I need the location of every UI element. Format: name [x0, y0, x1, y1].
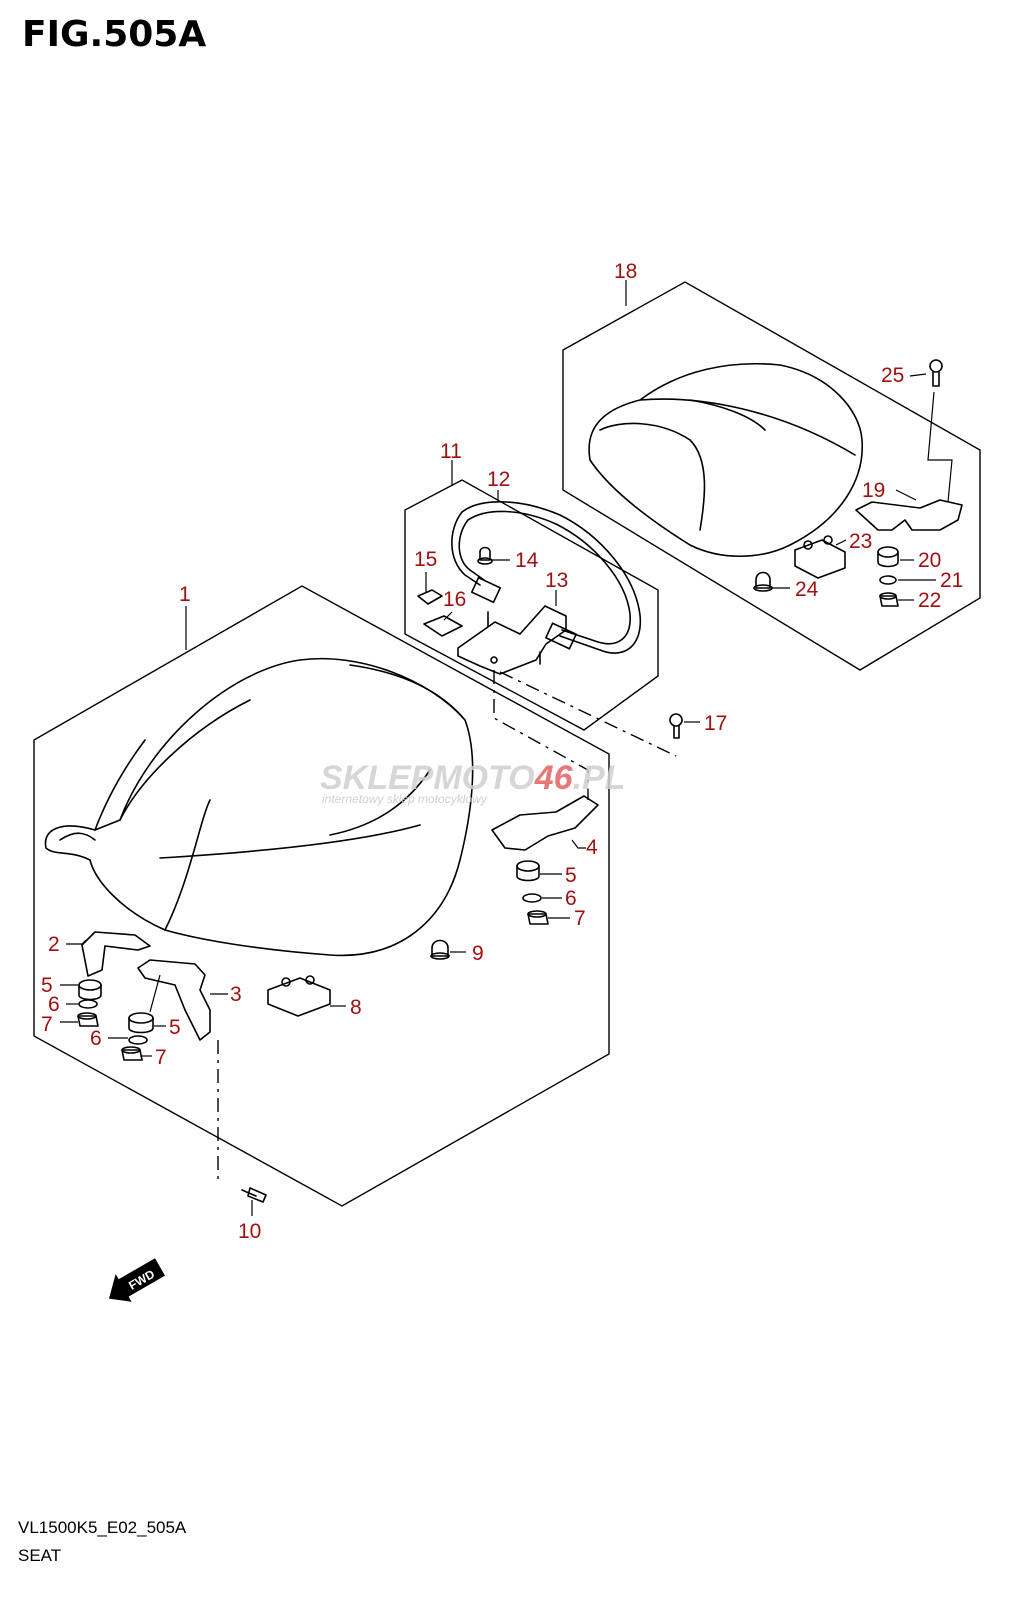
handle-bracket-drawing — [457, 605, 567, 675]
nut-7-right-drawing — [527, 910, 549, 925]
callout-5-left: 5 — [41, 974, 53, 997]
callout-1: 1 — [179, 583, 191, 606]
callout-7-left: 7 — [41, 1013, 53, 1036]
callout-7-right: 7 — [574, 907, 586, 930]
callout-9: 9 — [472, 942, 484, 965]
rear-bolt-path-line — [927, 391, 953, 503]
bolt-17-drawing — [669, 713, 683, 739]
rear-nut-22-drawing — [879, 592, 899, 607]
leader-19 — [895, 489, 917, 501]
callout-19: 19 — [862, 479, 885, 502]
callout-4: 4 — [586, 836, 598, 859]
grommet-5-right-drawing — [516, 860, 540, 882]
cap-nut-drawing — [477, 546, 493, 565]
callout-3: 3 — [230, 983, 242, 1006]
rear-grommet-20-drawing — [877, 546, 899, 568]
bolt17-path-line — [499, 671, 677, 757]
callout-6-middle: 6 — [90, 1027, 102, 1050]
callout-15: 15 — [414, 548, 437, 571]
figure-title: FIG.505A — [22, 14, 207, 55]
callout-14: 14 — [515, 549, 539, 572]
leader-16 — [443, 611, 453, 621]
leader-3a — [149, 974, 161, 1013]
grommet-5-left-drawing — [78, 979, 102, 1001]
callout-17: 17 — [704, 712, 727, 735]
callout-23: 23 — [849, 530, 872, 553]
callout-25: 25 — [881, 364, 904, 387]
pad-16-drawing — [423, 615, 463, 637]
watermark-brand-3: .PL — [573, 759, 626, 797]
leader-4 — [571, 839, 586, 849]
rear-mount-bracket-4-drawing — [491, 795, 599, 851]
watermark: SKLEPMOTO46.PL internetowy sklep motocyk… — [320, 759, 625, 806]
rear-washer-21-drawing — [879, 575, 897, 585]
watermark-brand-1: SKLEPMOTO — [320, 759, 535, 797]
callout-24: 24 — [795, 578, 819, 601]
bolt-10-drawing — [241, 1187, 267, 1203]
callout-8: 8 — [350, 996, 362, 1019]
watermark-tagline: internetowy sklep motocyklowy — [322, 792, 488, 806]
callout-21: 21 — [940, 569, 963, 592]
washer-6-right-drawing — [522, 893, 542, 903]
leader-25 — [909, 373, 927, 377]
callout-6-right: 6 — [565, 887, 577, 910]
front-bracket-2-drawing — [81, 931, 151, 977]
rear-seat-drawing — [588, 362, 863, 557]
front-bracket-3-drawing — [137, 959, 211, 1041]
grab-handle-loop-drawing — [451, 501, 642, 654]
callout-11: 11 — [440, 440, 462, 463]
rear-bracket-drawing — [855, 499, 963, 531]
nut-7-left-drawing — [77, 1012, 99, 1027]
rear-bolt-25-drawing — [929, 359, 943, 387]
front-seat-assembly-frame — [33, 585, 610, 1207]
callout-16: 16 — [443, 588, 466, 611]
nut-7-middle-drawing — [121, 1046, 143, 1061]
callout-2: 2 — [48, 933, 60, 956]
rubber-block-8-drawing — [267, 975, 331, 1017]
rear-cushion-24-drawing — [753, 571, 773, 592]
callout-5-right: 5 — [565, 864, 577, 887]
callout-22: 22 — [918, 589, 941, 612]
callout-5-middle: 5 — [169, 1016, 181, 1039]
front-seat-drawing — [44, 657, 474, 957]
leader-2 — [66, 939, 87, 945]
callout-12: 12 — [487, 468, 510, 491]
callout-13: 13 — [545, 569, 568, 592]
figure-caption: SEAT — [18, 1546, 62, 1565]
rear-seat-assembly-frame — [562, 281, 981, 671]
callout-10: 10 — [238, 1220, 261, 1243]
watermark-brand-2: 46 — [534, 759, 574, 797]
callout-7-middle: 7 — [155, 1046, 167, 1069]
svg-text:SKLEPMOTO46.PL: SKLEPMOTO46.PL — [320, 759, 625, 797]
washer-6-middle-drawing — [128, 1035, 148, 1045]
grab-handle-assembly-frame — [404, 479, 659, 731]
callout-18: 18 — [614, 260, 637, 283]
washer-6-left-drawing — [78, 999, 98, 1009]
callout-20: 20 — [918, 549, 941, 572]
fwd-arrow: FWD — [109, 1258, 165, 1302]
callout-6-left: 6 — [48, 993, 60, 1016]
pad-15-drawing — [417, 589, 443, 605]
model-code: VL1500K5_E02_505A — [18, 1518, 187, 1537]
rear-block-drawing — [794, 535, 846, 579]
grommet-5-middle-drawing — [128, 1012, 154, 1034]
leader-23 — [835, 539, 847, 546]
cushion-9-drawing — [430, 939, 450, 960]
